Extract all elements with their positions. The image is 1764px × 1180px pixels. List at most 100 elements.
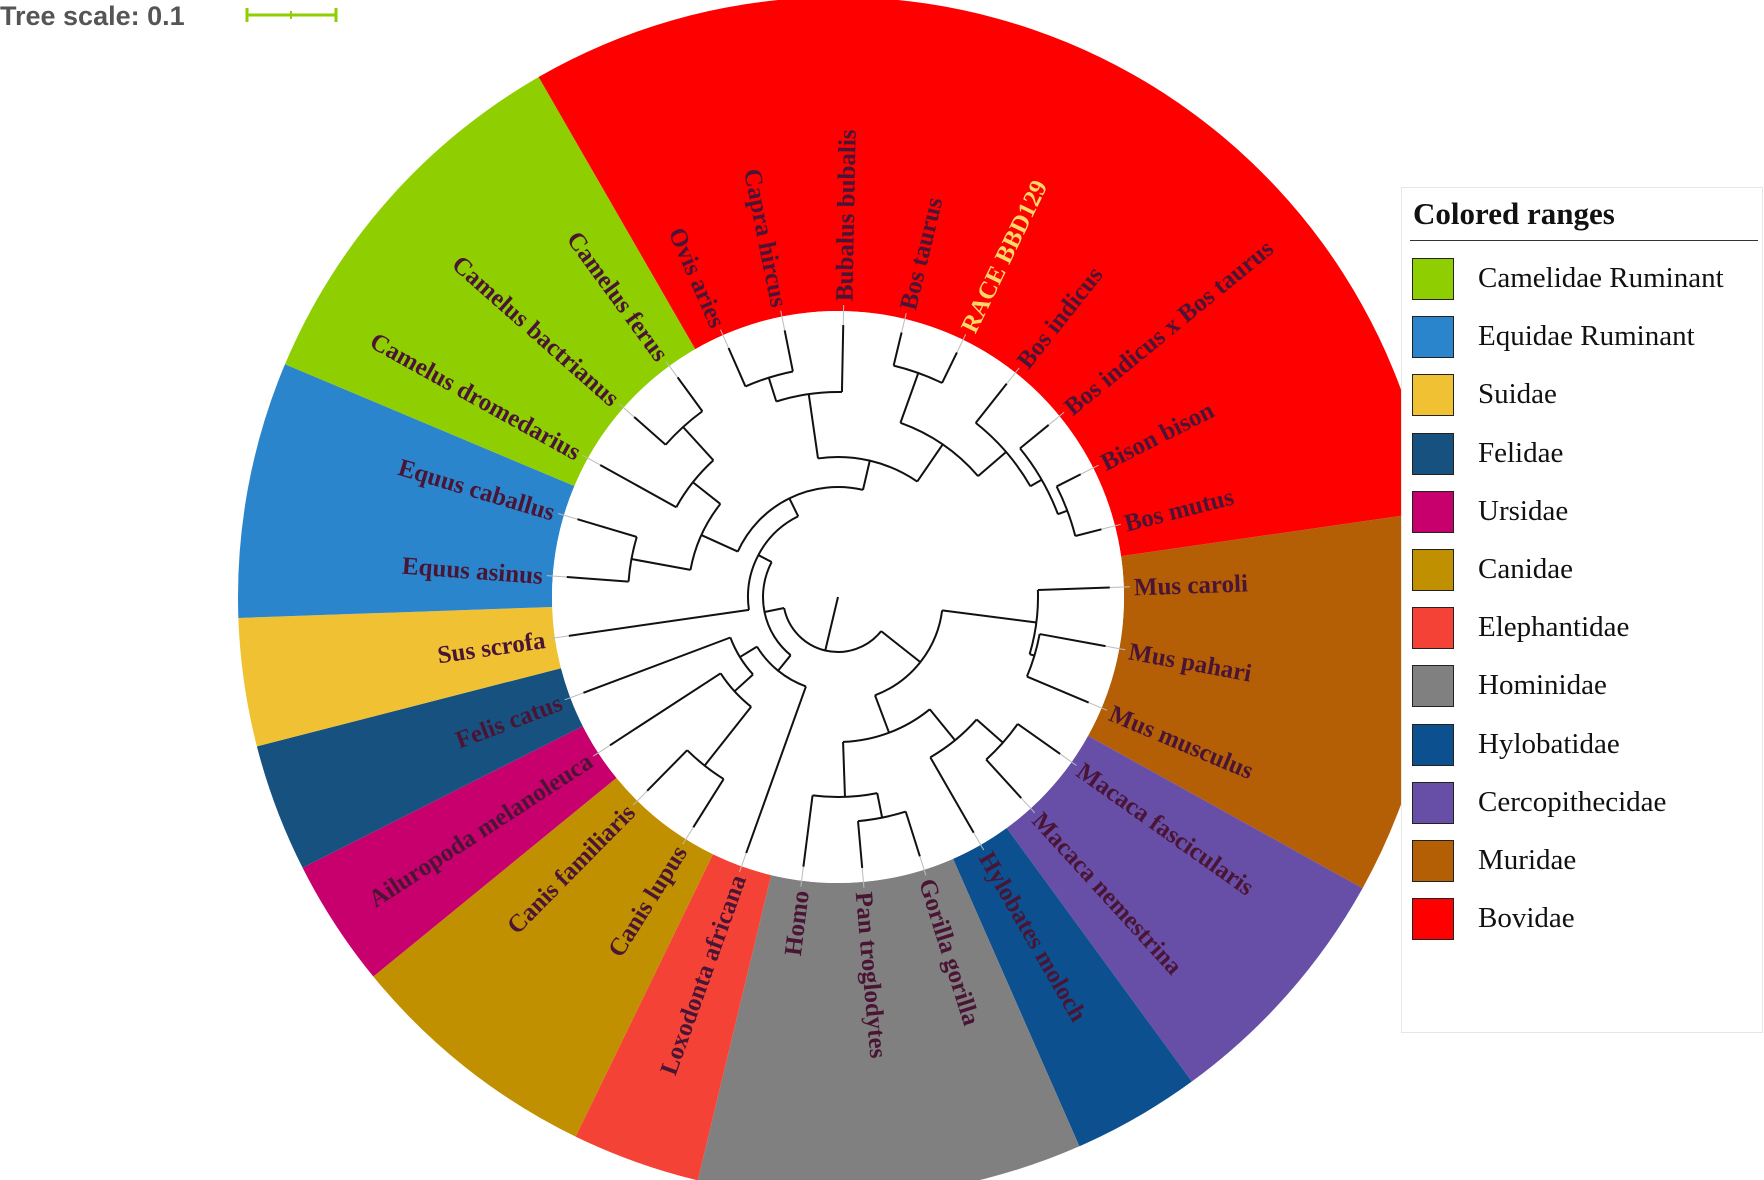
tree-branches	[546, 305, 1130, 888]
branch-arc	[1028, 589, 1039, 655]
leaf-connector	[582, 454, 601, 466]
internal-branch	[764, 607, 785, 614]
branch-arc	[736, 486, 864, 553]
branch-arc	[985, 723, 1019, 761]
range-camelidae-ruminant	[284, 77, 696, 487]
legend-swatch	[1412, 374, 1454, 417]
range-felidae	[256, 668, 583, 868]
leaf-connector	[592, 744, 611, 757]
leaf-connector	[1088, 702, 1108, 711]
legend-label: Muridae	[1478, 844, 1577, 876]
legend-label: Hominidae	[1478, 669, 1607, 702]
internal-branch	[942, 609, 1037, 624]
leaf-connector	[1109, 586, 1130, 589]
leaf-connector	[1105, 645, 1126, 651]
leaf-branch	[904, 811, 921, 857]
branch-arc	[762, 561, 792, 656]
branch-arc	[857, 810, 907, 823]
internal-branch	[757, 554, 773, 563]
internal-branch	[976, 718, 1004, 744]
leaf-branch	[929, 756, 975, 834]
leaf-connector	[1101, 523, 1121, 530]
leaf-branch	[974, 383, 1008, 424]
branch-arc	[843, 708, 931, 743]
taxon-label-bubalus-bubalis: Bubalus bubalis	[831, 129, 861, 301]
legend-item-felidae: Felidae	[1412, 432, 1757, 477]
leaf-branch	[692, 778, 725, 828]
branch-arc	[893, 364, 943, 384]
legend-label: Bovidae	[1478, 902, 1575, 935]
branch-arc	[817, 456, 918, 483]
range-ursidae	[302, 726, 617, 977]
leaf-connector	[973, 832, 985, 851]
legend-label: Elephantidae	[1478, 611, 1630, 644]
leaf-connector	[1059, 753, 1077, 766]
leaf-branch	[577, 518, 638, 538]
leaf-branch	[633, 416, 667, 446]
range-canidae	[373, 777, 713, 1137]
legend-swatch	[1412, 607, 1454, 650]
branch-arc	[689, 503, 722, 571]
leaf-branch	[727, 347, 747, 387]
leaf-branch	[745, 686, 807, 854]
legend-label: Camelidae Ruminant	[1478, 262, 1724, 294]
leaf-connector	[558, 512, 578, 520]
branch-arc	[664, 410, 703, 446]
range-elephantidae	[575, 854, 772, 1180]
internal-branch	[1057, 509, 1068, 516]
branch-arc	[719, 672, 752, 708]
branch-arc	[1019, 447, 1059, 515]
leaf-connector	[800, 866, 804, 887]
legend-label: Cercopithecidae	[1478, 785, 1667, 818]
leaf-branch	[1019, 424, 1050, 450]
range-bovidae	[538, 0, 1432, 557]
branch-arc	[900, 421, 979, 477]
internal-branch	[899, 372, 920, 424]
leaf-branch	[568, 608, 750, 637]
leaf-branch	[1056, 473, 1082, 488]
branch-arc	[929, 718, 978, 759]
leaf-connector	[548, 635, 569, 640]
leaf-branch	[857, 821, 864, 869]
leaf-connector	[665, 360, 678, 378]
internal-branch	[874, 694, 891, 734]
leaf-branch	[599, 464, 677, 509]
internal-branch	[842, 741, 846, 797]
leaf-branch	[646, 749, 688, 792]
leaf-connector	[564, 692, 584, 701]
leaf-branch	[609, 672, 722, 747]
leaf-branch	[941, 351, 958, 384]
legend-item-cercopithecidae: Cercopithecidae	[1412, 781, 1757, 826]
leaf-branch	[1037, 586, 1110, 592]
legend-label: Suidae	[1478, 378, 1557, 411]
branch-arc	[675, 459, 715, 508]
internal-branch	[777, 654, 792, 672]
internal-branch	[1029, 478, 1043, 488]
leaf-connector	[780, 310, 786, 331]
legend-swatch	[1412, 549, 1454, 591]
legend-item-camelidae-ruminant: Camelidae Ruminant	[1412, 258, 1757, 302]
leaf-branch	[892, 332, 903, 366]
branch-arc	[756, 646, 807, 688]
internal-branch	[977, 451, 1007, 477]
leaf-connector	[1048, 411, 1065, 426]
leaf-branch	[1075, 528, 1102, 537]
branch-arc	[812, 792, 878, 798]
root-branch	[824, 596, 839, 651]
legend-title: Colored ranges	[1413, 196, 1615, 231]
legend-item-canidae: Canidae	[1412, 549, 1757, 593]
legend-item-bovidae: Bovidae	[1412, 898, 1757, 942]
legend-swatch	[1412, 432, 1454, 475]
leaf-branch	[583, 636, 731, 694]
internal-branch	[928, 708, 956, 741]
taxon-label-mus-caroli: Mus caroli	[1133, 570, 1248, 601]
branch-arc	[747, 515, 799, 610]
branch-arc	[783, 607, 882, 653]
range-hominidae	[697, 858, 1080, 1180]
leaf-connector	[1080, 464, 1099, 475]
internal-branch	[733, 673, 754, 693]
legend-item-suidae: Suidae	[1412, 374, 1757, 418]
internal-branch	[682, 426, 715, 461]
